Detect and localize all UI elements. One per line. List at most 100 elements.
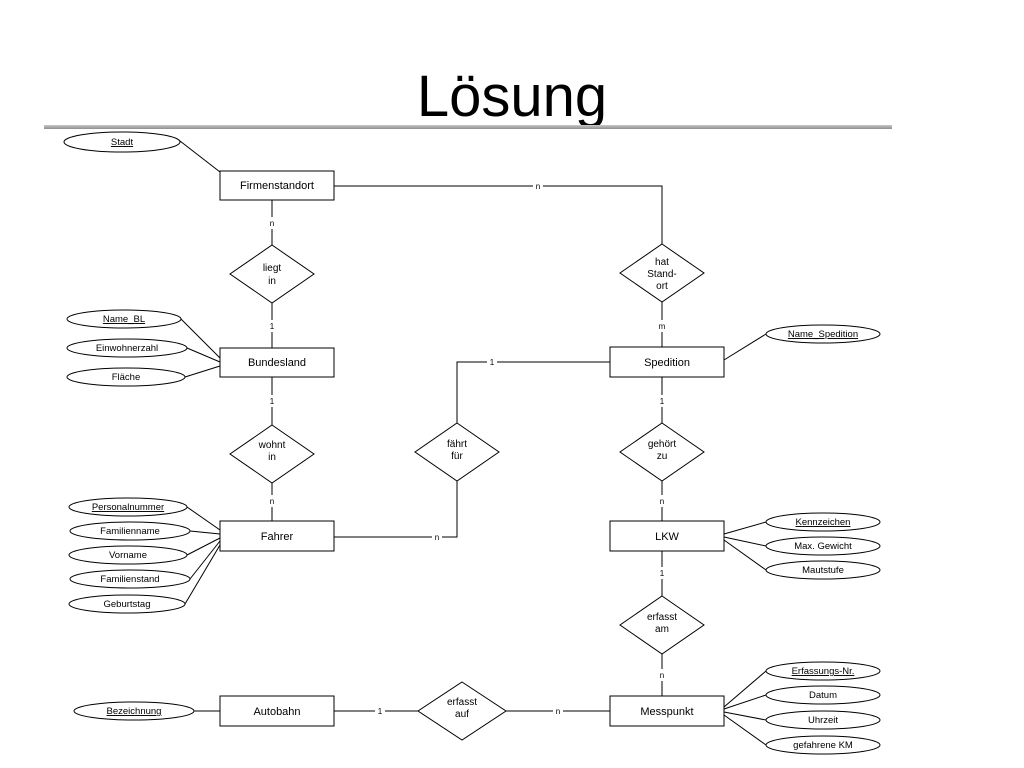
relationship-label-line-2: in xyxy=(268,452,276,463)
relationship-wohnt-in[interactable]: wohnt in xyxy=(229,424,315,484)
entity-label: LKW xyxy=(655,531,679,543)
relationship-label-line-1: fährt xyxy=(447,439,467,450)
line-attr-datum xyxy=(723,694,767,710)
entity-spedition[interactable]: Spedition xyxy=(609,346,725,378)
relationship-gehoert-zu[interactable]: gehört zu xyxy=(619,422,705,482)
line-attr-familienname xyxy=(189,530,221,535)
cardinality-label: n xyxy=(270,497,274,506)
attribute-label: Familienstand xyxy=(100,574,159,585)
cardinality-label: m xyxy=(659,322,666,331)
relationship-erfasst-am[interactable]: erfasst am xyxy=(619,595,705,655)
cardinality-label: 1 xyxy=(378,707,383,716)
cardinality-label: 1 xyxy=(270,322,275,331)
cardinality-label: n xyxy=(556,707,560,716)
attribute-familienname[interactable]: Familienname xyxy=(69,521,191,541)
attribute-stadt[interactable]: Stadt xyxy=(63,131,181,153)
attribute-kennzeichen[interactable]: Kennzeichen xyxy=(765,512,881,532)
attribute-label: Kennzeichen xyxy=(796,517,851,528)
line-attr-max-gewicht xyxy=(723,536,767,547)
line-attr-erfassungs-nr xyxy=(723,670,767,708)
entity-label: Fahrer xyxy=(261,531,294,543)
line-attr-geburtstag xyxy=(184,544,221,605)
entity-fahrer[interactable]: Fahrer xyxy=(219,520,335,552)
attribute-label: Einwohnerzahl xyxy=(96,343,158,354)
entity-messpunkt[interactable]: Messpunkt xyxy=(609,695,725,727)
entity-firmenstandort[interactable]: Firmenstandort xyxy=(219,170,335,201)
relationship-label-line-3: ort xyxy=(656,281,668,292)
line-attr-vorname xyxy=(186,537,221,556)
line-attr-personalnummer xyxy=(186,506,221,531)
line-attr-kennzeichen xyxy=(723,521,767,535)
attribute-label: Familienname xyxy=(100,526,160,537)
attribute-label: Uhrzeit xyxy=(808,715,838,726)
attribute-name-bl[interactable]: Name_BL xyxy=(66,309,182,329)
attribute-label: Datum xyxy=(809,690,837,701)
entity-label: Messpunkt xyxy=(640,706,693,718)
attribute-uhrzeit[interactable]: Uhrzeit xyxy=(765,710,881,730)
attribute-label: Stadt xyxy=(111,137,134,148)
line-firmenstandort-hat-standort xyxy=(334,185,663,244)
relationship-label-line-2: auf xyxy=(455,709,469,720)
relationship-label-line-1: wohnt xyxy=(258,440,286,451)
relationship-label-line-2: zu xyxy=(657,451,668,462)
cardinality-label: n xyxy=(660,671,664,680)
attribute-label: Fläche xyxy=(112,372,141,383)
line-attr-stadt xyxy=(179,140,221,173)
attribute-familienstand[interactable]: Familienstand xyxy=(69,569,191,589)
attribute-label: Bezeichnung xyxy=(107,706,162,717)
relationship-label-line-1: hat xyxy=(655,257,669,268)
line-faehrt-fuer-spedition xyxy=(456,361,610,423)
relationship-hat-standort[interactable]: hat Stand- ort xyxy=(619,243,705,303)
relationship-label-line-2: für xyxy=(451,451,463,462)
cardinality-label: n xyxy=(660,497,664,506)
attribute-einwohnerzahl[interactable]: Einwohnerzahl xyxy=(66,338,188,358)
attribute-vorname[interactable]: Vorname xyxy=(68,545,188,565)
line-attr-einwohnerzahl xyxy=(186,347,221,363)
cardinality-label: 1 xyxy=(490,358,495,367)
attribute-label: Vorname xyxy=(109,550,147,561)
cardinality-label: 1 xyxy=(270,397,275,406)
attribute-flaeche[interactable]: Fläche xyxy=(66,367,186,387)
attribute-personalnummer[interactable]: Personalnummer xyxy=(68,497,188,517)
line-attr-mautstufe xyxy=(723,539,767,571)
line-attr-familienstand xyxy=(189,540,221,580)
relationship-label-line-1: erfasst xyxy=(647,612,677,623)
line-fahrer-faehrt-fuer xyxy=(334,481,458,538)
attribute-label: Erfassungs-Nr. xyxy=(792,666,855,677)
attribute-bezeichnung[interactable]: Bezeichnung xyxy=(73,701,195,721)
relationship-faehrt-fuer[interactable]: fährt für xyxy=(414,422,500,482)
slide-title: Lösung xyxy=(416,64,608,129)
line-attr-flaeche xyxy=(184,365,221,378)
attribute-name-spedition[interactable]: Name_Spedition xyxy=(765,324,881,344)
line-attr-gefahrene-km xyxy=(723,714,767,746)
relationship-label-line-2: in xyxy=(268,276,276,287)
entity-lkw[interactable]: LKW xyxy=(609,520,725,552)
attribute-label: Personalnummer xyxy=(92,502,164,513)
entity-bundesland[interactable]: Bundesland xyxy=(219,347,335,378)
entity-label: Firmenstandort xyxy=(240,180,314,192)
attribute-geburtstag[interactable]: Geburtstag xyxy=(68,594,186,614)
attribute-gefahrene-km[interactable]: gefahrene KM xyxy=(765,735,881,755)
relationship-label-line-2: Stand- xyxy=(647,269,676,280)
relationship-erfasst-auf[interactable]: erfasst auf xyxy=(417,681,507,741)
entity-autobahn[interactable]: Autobahn xyxy=(219,695,335,727)
attribute-erfassungs-nr[interactable]: Erfassungs-Nr. xyxy=(765,661,881,681)
relationship-liegt-in[interactable]: liegt in xyxy=(229,244,315,304)
attribute-datum[interactable]: Datum xyxy=(765,685,881,705)
cardinality-labels: n n 1 1 n n 1 m 1 n 1 n 1 n xyxy=(267,180,667,717)
cardinality-label: n xyxy=(435,533,439,542)
attribute-mautstufe[interactable]: Mautstufe xyxy=(765,560,881,580)
attribute-label: Name_BL xyxy=(103,314,145,325)
entity-label: Autobahn xyxy=(253,706,300,718)
attribute-label: Mautstufe xyxy=(802,565,844,576)
cardinality-label: n xyxy=(536,182,540,191)
attribute-label: Geburtstag xyxy=(104,599,151,610)
relationship-label-line-1: gehört xyxy=(648,439,677,450)
attribute-label: Max. Gewicht xyxy=(794,541,852,552)
title-divider xyxy=(44,125,892,129)
line-attr-uhrzeit xyxy=(723,711,767,721)
entity-label: Bundesland xyxy=(248,357,306,369)
attribute-max-gewicht[interactable]: Max. Gewicht xyxy=(765,536,881,556)
cardinality-label: 1 xyxy=(660,569,665,578)
